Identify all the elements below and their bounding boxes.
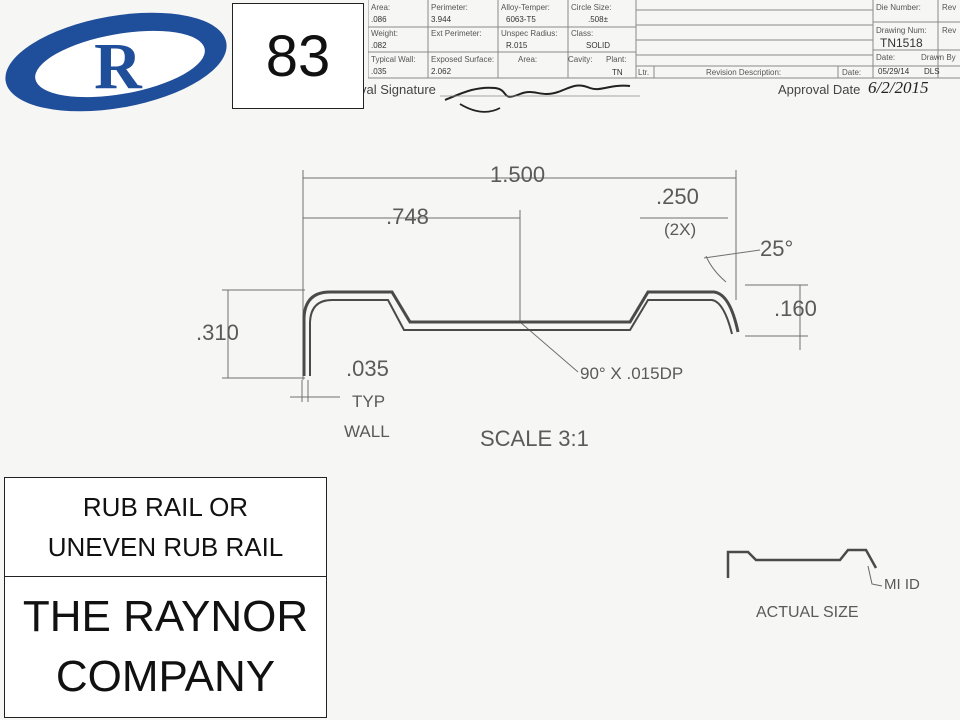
dim-half-width: .748: [386, 204, 429, 229]
typical-wall-value: .035: [371, 67, 387, 76]
circle-size-value: .508±: [588, 15, 608, 24]
drawing-num-label: Drawing Num:: [876, 26, 927, 35]
product-name-line-2: UNEVEN RUB RAIL: [47, 532, 284, 562]
profile-outline-outer: [302, 290, 740, 376]
raynor-logo: R: [5, 12, 227, 112]
class-value: SOLID: [586, 41, 611, 50]
scale-note: SCALE 3:1: [480, 426, 589, 451]
area-value: .086: [371, 15, 387, 24]
weight-label: Weight:: [371, 29, 398, 38]
class-label: Class:: [571, 29, 594, 38]
area-label: Area:: [371, 3, 391, 12]
product-name-box: RUB RAIL OR UNEVEN RUB RAIL: [4, 477, 327, 577]
groove-note: 90° X .015DP: [580, 364, 684, 383]
company-name-line-2: COMPANY: [55, 652, 276, 701]
unspec-radius-value: R.015: [506, 41, 528, 50]
dim-top-flat: .250: [656, 184, 699, 209]
profile-outline-inner: [309, 299, 733, 376]
exposed-surface-label: Exposed Surface:: [431, 55, 495, 64]
cavity-label: Cavity:: [568, 55, 593, 64]
ltr-label: Ltr.: [638, 68, 650, 77]
typical-wall-label: Typical Wall:: [371, 55, 416, 64]
actual-size-profile: [726, 548, 878, 578]
approval-date-value: 6/2/2015: [868, 78, 929, 97]
unspec-radius-label: Unspec Radius:: [501, 29, 558, 38]
dim-wall: .035: [346, 356, 389, 381]
ext-perimeter-label: Ext Perimeter:: [431, 29, 482, 38]
dim-top-flat-qty: (2X): [664, 220, 697, 239]
company-name-box: THE RAYNOR COMPANY: [4, 576, 327, 718]
dim-height: .310: [196, 320, 239, 345]
exposed-surface-value: 2.062: [431, 67, 452, 76]
product-name-line-1: RUB RAIL OR: [82, 492, 249, 522]
company-name-line-1: THE RAYNOR: [22, 592, 309, 641]
revision-description-label: Revision Description:: [706, 68, 782, 77]
perimeter-value: 3.944: [431, 15, 452, 24]
drawing-num-value: TN1518: [880, 36, 923, 50]
dim-angle: 25°: [760, 236, 794, 261]
title-block-grid: [368, 0, 960, 79]
signature-scribble: [440, 84, 640, 113]
page-number: 83: [265, 23, 331, 89]
drawn-by-value: DLS: [924, 67, 940, 76]
date2-value: 05/29/14: [878, 67, 910, 76]
page-number-box: 83: [232, 3, 364, 109]
weight-value: .082: [371, 41, 387, 50]
title-block: Area: .086 Weight: .082 Typical Wall: .0…: [368, 0, 960, 82]
plant-value: TN: [612, 68, 623, 77]
date2-label: Date:: [876, 53, 896, 62]
actual-size-note: ACTUAL SIZE: [756, 604, 859, 621]
die-number-label: Die Number:: [876, 3, 921, 12]
dim-overall-width: 1.500: [490, 162, 546, 187]
logo-letter: R: [94, 30, 143, 103]
perimeter-label: Perimeter:: [431, 3, 468, 12]
mi-id-leader: [867, 565, 883, 587]
dimension-lines: [222, 170, 808, 402]
circle-size-label: Circle Size:: [571, 3, 612, 12]
revision-date-label: Date:: [842, 68, 862, 77]
approval-date-label: Approval Date: [778, 82, 861, 97]
dim-side-height: .160: [774, 296, 817, 321]
logo-swoosh-inner: [35, 30, 205, 98]
rev-label-2: Rev: [942, 26, 957, 35]
alloy-temper-label: Alloy-Temper:: [501, 3, 550, 12]
drawn-by-label: Drawn By: [921, 53, 956, 62]
alloy-temper-value: 6063-T5: [506, 15, 536, 24]
approval-signature-label: val Signature: [360, 82, 436, 97]
mi-id-note: MI ID: [884, 576, 920, 593]
wall-note-typ: TYP: [352, 392, 386, 411]
wall-note-wall: WALL: [344, 422, 390, 441]
plant-label: Plant:: [606, 55, 627, 64]
area2-label: Area:: [518, 55, 538, 64]
rev-label: Rev: [942, 3, 957, 12]
